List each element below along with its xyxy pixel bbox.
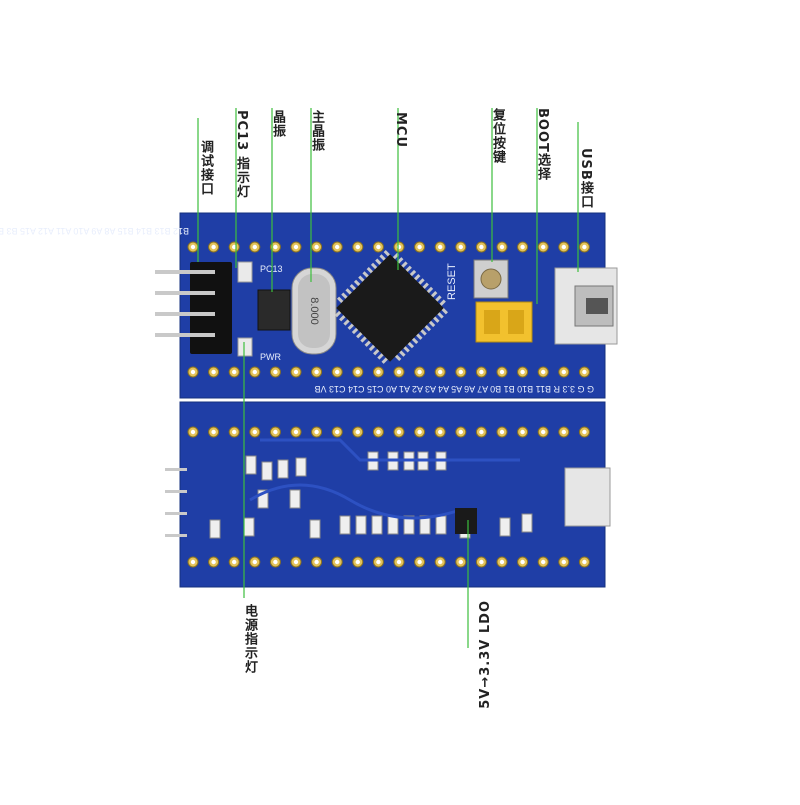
smd-component	[355, 515, 367, 535]
smd-component	[261, 461, 273, 481]
mcu-pin	[364, 339, 372, 347]
mcu-pin	[436, 311, 444, 319]
usb-connector-bottom	[564, 467, 611, 527]
mcu-pin	[406, 341, 415, 349]
smd-component	[499, 517, 511, 537]
main-crystal: 8.000	[291, 267, 337, 355]
smd-component	[295, 457, 307, 477]
pc13-text: PC13	[260, 264, 283, 274]
leader-lines	[197, 108, 579, 648]
crystal-marking: 8.000	[308, 297, 320, 325]
swd-header	[155, 262, 232, 354]
mcu-pin	[379, 254, 387, 262]
reset-text: RESET	[446, 263, 458, 300]
label-reset-button: 复位按键	[490, 108, 505, 164]
smd-component	[435, 515, 447, 535]
bottom-pin-labels-text: G G 3.3 R B11 B10 B1 B0 A7 A6 A5 A4 A3 A…	[314, 384, 594, 394]
smd-component	[371, 515, 383, 535]
boot-jumpers	[475, 301, 533, 343]
label-main-crystal: 主晶振	[309, 110, 324, 152]
usb-connector	[554, 267, 618, 345]
smd-component	[403, 515, 415, 535]
smd-component	[243, 517, 255, 537]
board-top-view: B12 B13 B14 B15 A8 A9 A10 A11 A12 A15 B3…	[0, 212, 618, 399]
top-pin-labels-text: B12 B13 B14 B15 A8 A9 A10 A11 A12 A15 B3…	[0, 226, 189, 236]
reset-button	[473, 259, 509, 299]
label-pc13-led: PC13 指示灯	[234, 110, 249, 199]
label-power-led: 电源指示灯	[242, 604, 257, 674]
smd-component	[521, 513, 533, 533]
label-usb-port: USB接口	[578, 148, 593, 209]
ldo-chip	[455, 508, 477, 534]
power-led-top	[237, 337, 253, 357]
mcu-pin	[421, 282, 429, 290]
pc13-led	[237, 261, 253, 283]
smd-component	[387, 515, 399, 535]
label-crystal: 晶振	[270, 110, 285, 138]
rtc-crystal	[257, 289, 291, 331]
smd-component	[289, 489, 301, 509]
smd-component	[257, 489, 269, 509]
mcu-pin	[349, 283, 357, 292]
smd-component	[245, 455, 257, 475]
smd-component	[309, 519, 321, 539]
pwr-text: PWR	[260, 352, 281, 362]
label-debug-port: 调试接口	[198, 140, 213, 196]
smd-component	[209, 519, 221, 539]
mcu-chip	[334, 250, 448, 364]
label-boot-select: BOOT选择	[535, 108, 550, 181]
smd-component	[339, 515, 351, 535]
smd-component	[277, 459, 289, 479]
label-ldo: 5V→3.3V LDO	[478, 600, 493, 709]
board-bottom-view	[165, 401, 611, 588]
label-mcu: MCU	[393, 112, 408, 149]
